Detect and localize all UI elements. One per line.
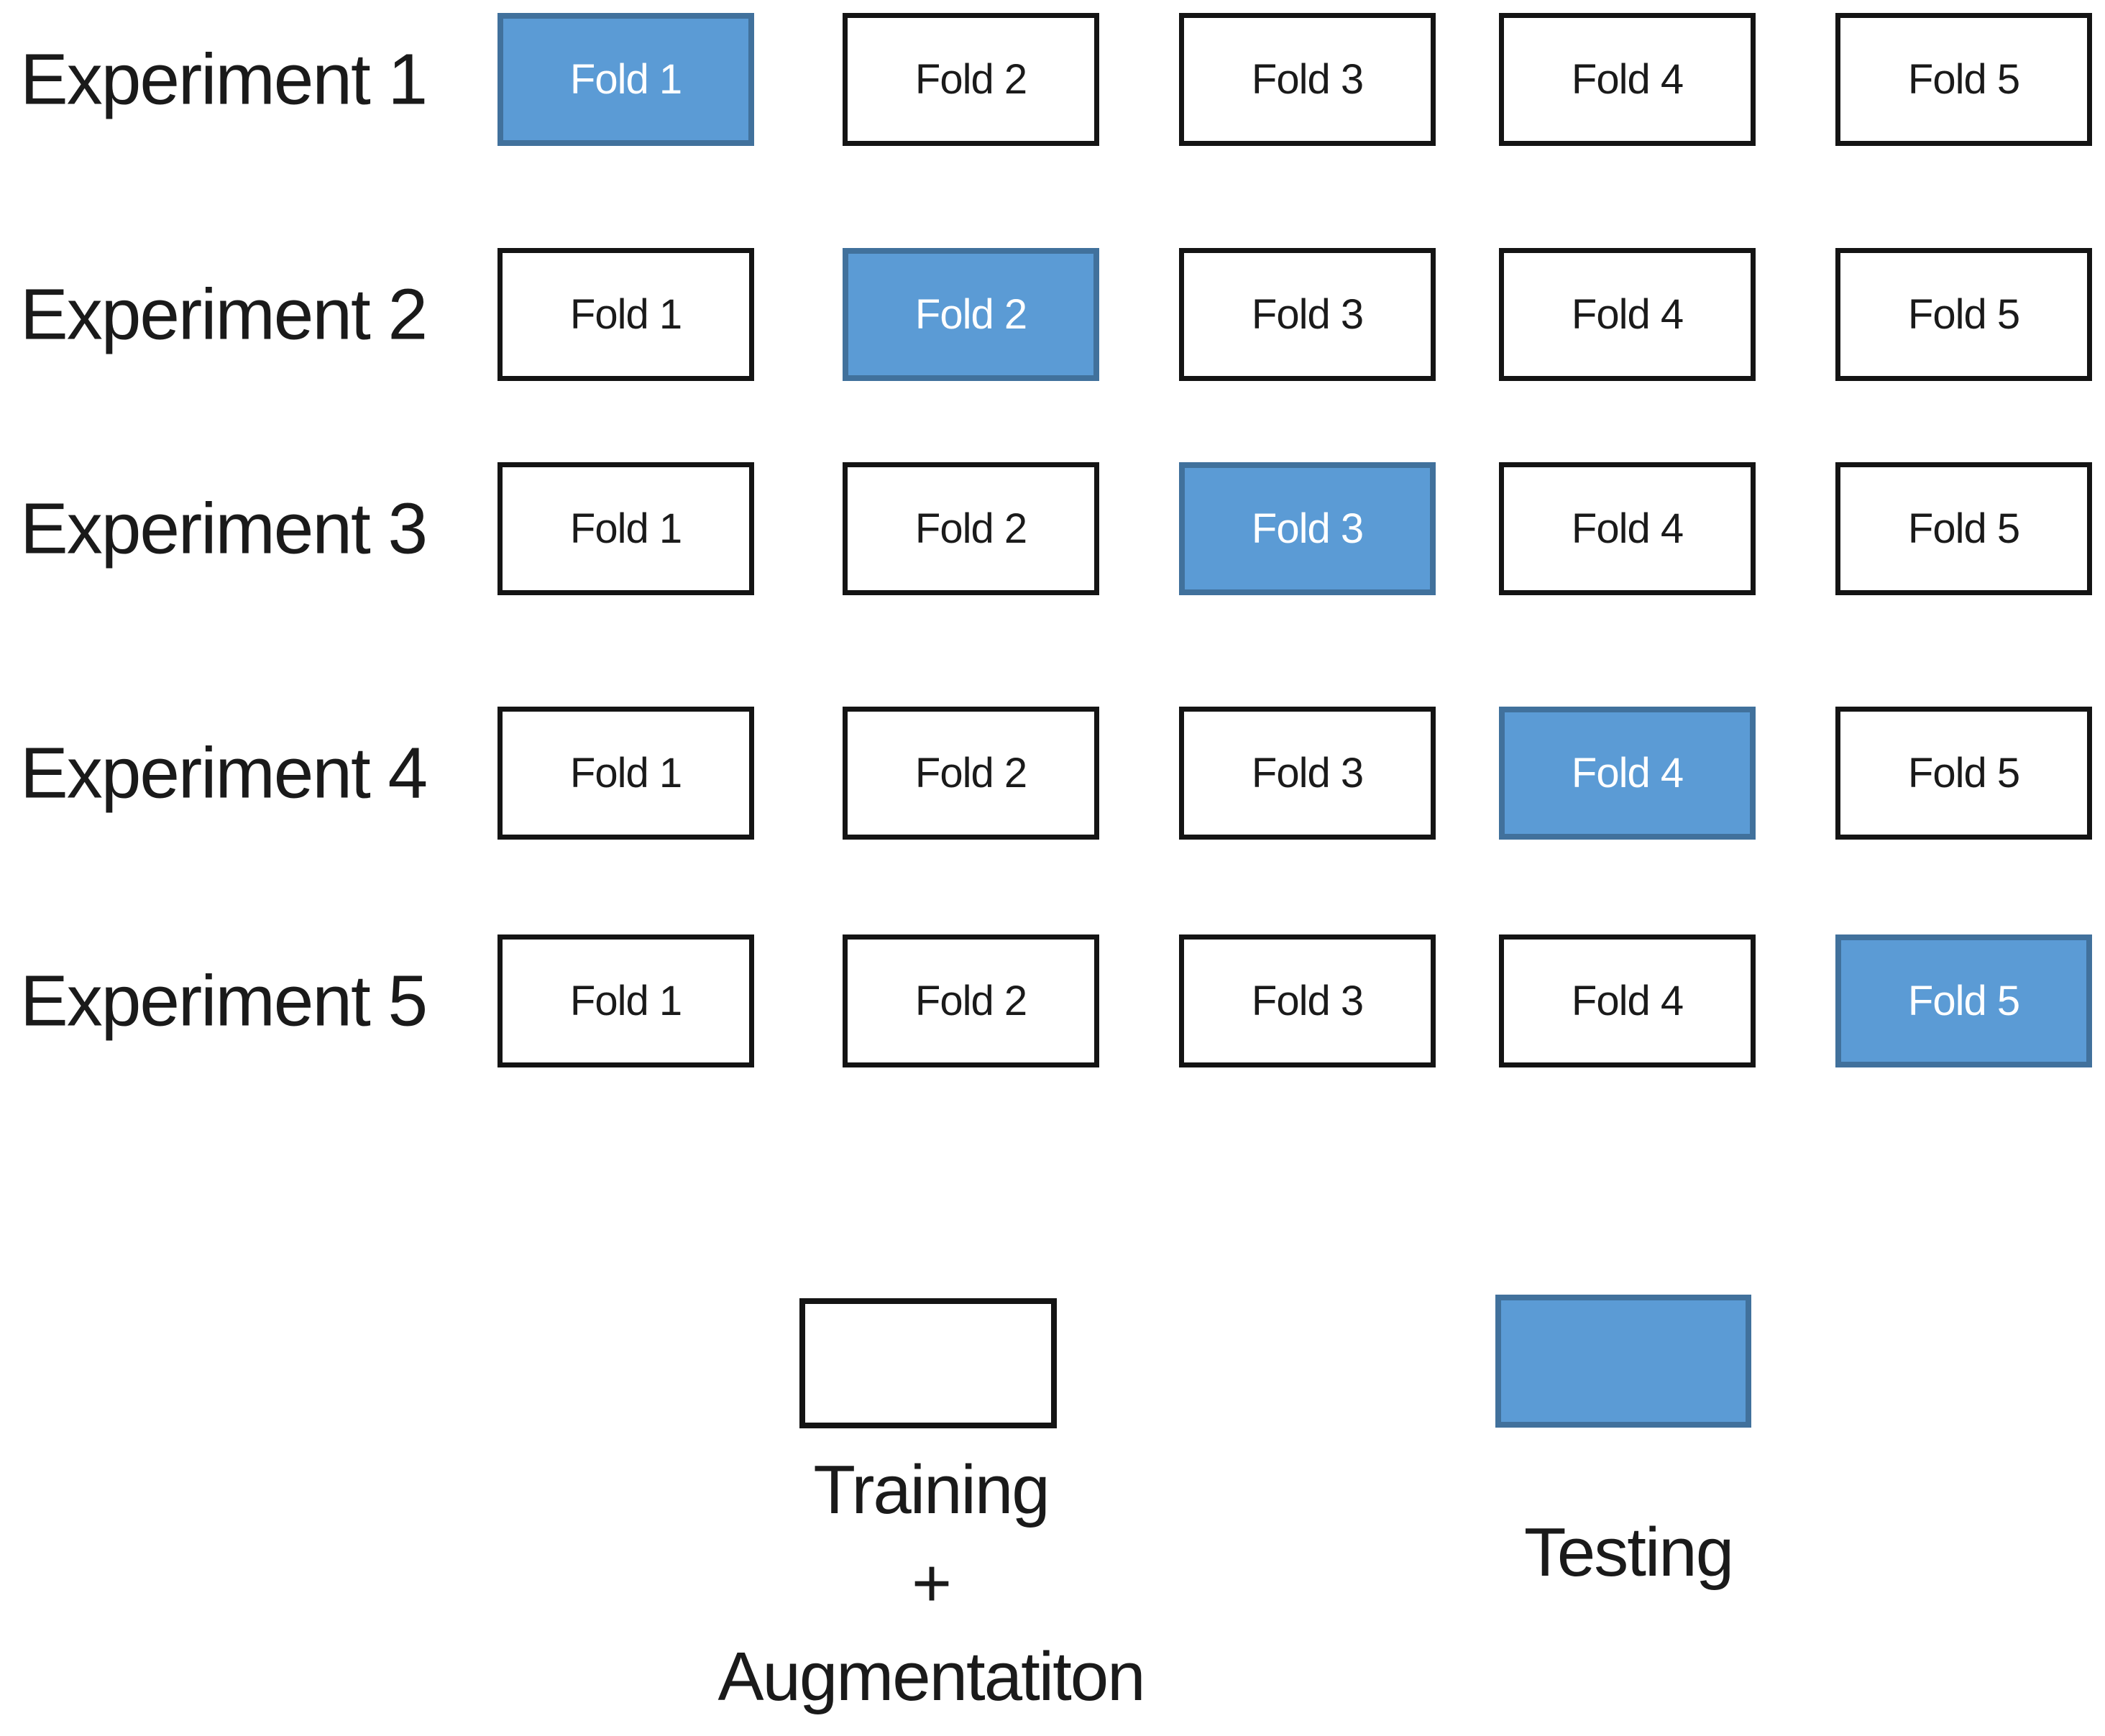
fold-box-training: Fold 1 [497,248,754,381]
experiment-row: Experiment 5 Fold 1 Fold 2 Fold 3 Fold 4 Fold… [0,934,2105,1067]
fold-box-testing: Fold 5 [1835,934,2092,1067]
fold-box-training: Fold 1 [497,462,754,595]
experiment-row: Experiment 1 Fold 1 Fold 2 Fold 3 Fold 4 Fold… [0,13,2105,146]
fold-box-training: Fold 3 [1179,707,1436,840]
legend-training-line-1: Training [813,1451,1050,1528]
legend-testing-swatch [1495,1295,1751,1428]
legend-training-label: Training + Augmentatiton [669,1443,1193,1724]
fold-box-testing: Fold 4 [1499,707,1756,840]
fold-box-training: Fold 3 [1179,248,1436,381]
fold-box-testing: Fold 3 [1179,462,1436,595]
experiment-label: Experiment 4 [20,732,428,813]
fold-box-training: Fold 1 [497,707,754,840]
fold-box-training: Fold 1 [497,934,754,1067]
fold-box-training: Fold 2 [843,13,1099,146]
fold-box-training: Fold 5 [1835,707,2092,840]
fold-box-training: Fold 4 [1499,462,1756,595]
fold-box-training: Fold 4 [1499,13,1756,146]
fold-box-training: Fold 2 [843,462,1099,595]
experiment-label: Experiment 3 [20,488,428,569]
fold-box-training: Fold 5 [1835,462,2092,595]
experiment-label: Experiment 2 [20,274,428,354]
experiment-row: Experiment 3 Fold 1 Fold 2 Fold 3 Fold 4 Fold… [0,462,2105,595]
experiment-row: Experiment 2 Fold 1 Fold 2 Fold 3 Fold 4 Fold… [0,248,2105,381]
fold-box-training: Fold 5 [1835,13,2092,146]
fold-box-training: Fold 5 [1835,248,2092,381]
legend-testing-label: Testing [1523,1514,1734,1591]
fold-box-testing: Fold 2 [843,248,1099,381]
fold-box-training: Fold 4 [1499,934,1756,1067]
legend-training-swatch [799,1298,1057,1428]
experiment-label: Experiment 5 [20,960,428,1041]
fold-box-training: Fold 2 [843,707,1099,840]
fold-box-training: Fold 3 [1179,13,1436,146]
fold-box-training: Fold 4 [1499,248,1756,381]
fold-box-testing: Fold 1 [497,13,754,146]
fold-box-training: Fold 2 [843,934,1099,1067]
legend-training-line-3: Augmentatiton [717,1638,1145,1715]
legend-training-line-2: + [911,1545,952,1622]
fold-box-training: Fold 3 [1179,934,1436,1067]
experiment-row: Experiment 4 Fold 1 Fold 2 Fold 3 Fold 4 Fold… [0,707,2105,840]
experiment-label: Experiment 1 [20,39,428,119]
